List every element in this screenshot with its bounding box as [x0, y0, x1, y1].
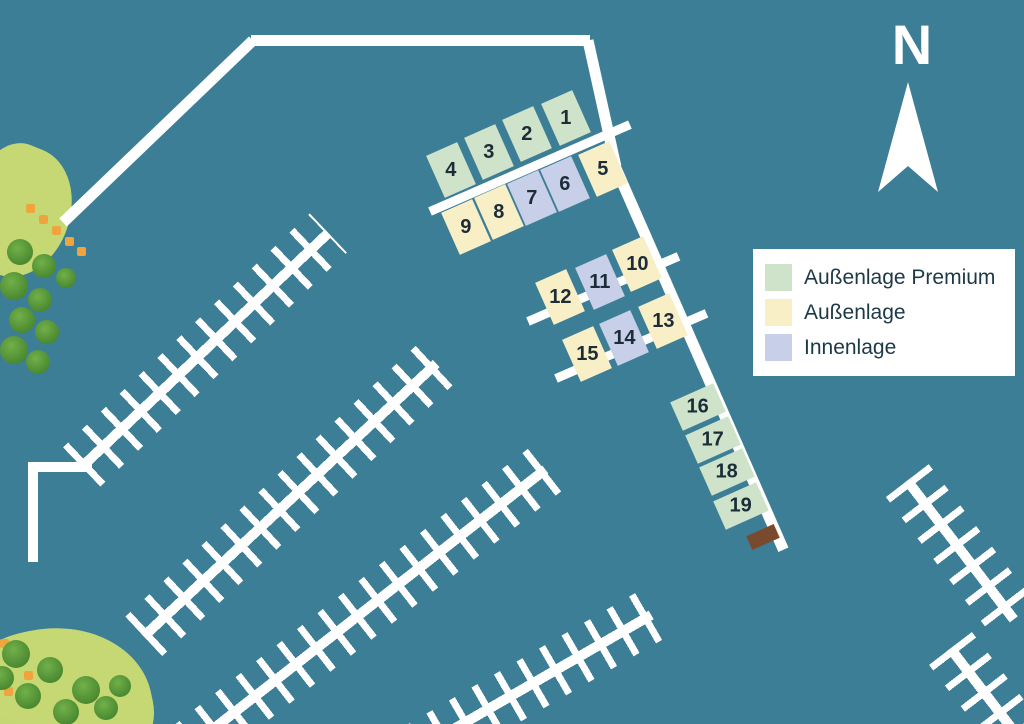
- legend-swatch-aussenlage: [765, 299, 792, 326]
- tree: [28, 288, 52, 312]
- tree: [72, 676, 100, 704]
- tree: [53, 699, 79, 724]
- berth-number: 13: [651, 309, 675, 332]
- tree: [0, 336, 28, 364]
- legend-item-premium: Außenlage Premium: [765, 264, 1003, 291]
- tree: [56, 268, 76, 288]
- legend: Außenlage Premium Außenlage Innenlage: [753, 249, 1015, 376]
- compass-n-label: N: [891, 13, 933, 76]
- tree: [35, 320, 59, 344]
- boathouse: [746, 524, 780, 550]
- breakwater-left: [59, 36, 257, 227]
- tree: [0, 272, 28, 300]
- berth-3: 3: [464, 124, 514, 180]
- tree: [37, 657, 63, 683]
- legend-label-premium: Außenlage Premium: [804, 265, 996, 289]
- tree: [2, 640, 30, 668]
- berth-number: 18: [715, 460, 739, 483]
- legend-label-innenlage: Innenlage: [804, 335, 897, 359]
- berth-number: 12: [548, 285, 572, 308]
- shore-marker: [77, 247, 86, 256]
- berth-2: 2: [502, 106, 552, 162]
- berth-number: 10: [625, 252, 649, 275]
- finger-pier-1: [63, 213, 347, 487]
- legend-item-aussenlage: Außenlage: [765, 299, 1003, 326]
- shore-marker: [0, 639, 9, 648]
- tree: [15, 683, 41, 709]
- tree: [9, 307, 35, 333]
- berth-number: 14: [612, 326, 636, 349]
- berth-number: 9: [460, 215, 472, 238]
- shore-marker: [26, 204, 35, 213]
- legend-swatch-premium: [765, 264, 792, 291]
- left-pier-vertical: [28, 462, 38, 562]
- berth-number: 15: [575, 342, 599, 365]
- tree: [26, 350, 50, 374]
- tree: [7, 239, 33, 265]
- legend-item-innenlage: Innenlage: [765, 334, 1003, 361]
- breakwater-top: [251, 35, 590, 46]
- shore-marker: [24, 671, 33, 680]
- shore-marker: [4, 687, 13, 696]
- tree: [94, 696, 118, 720]
- finger-pier-right: [885, 464, 1024, 636]
- tree: [32, 254, 56, 278]
- berth-number: 2: [521, 122, 533, 145]
- shore-marker: [39, 215, 48, 224]
- compass-arrow-icon: [878, 82, 938, 192]
- tree: [109, 675, 131, 697]
- berth-number: 3: [483, 140, 495, 163]
- berth-number: 5: [597, 157, 609, 180]
- berth-number: 17: [701, 428, 725, 451]
- berth-number: 16: [686, 395, 710, 418]
- legend-label-aussenlage: Außenlage: [804, 300, 906, 324]
- berth-number: 4: [445, 158, 457, 181]
- left-pier-horizontal: [28, 462, 92, 472]
- shore-marker: [65, 237, 74, 246]
- berth-number: 19: [729, 494, 753, 517]
- berth-number: 8: [493, 200, 505, 223]
- berth-number: 11: [589, 270, 611, 293]
- finger-pier-right-corner: [929, 631, 1024, 724]
- berth-number: 6: [559, 172, 571, 195]
- berth-number: 1: [560, 106, 572, 129]
- berth-1: 1: [541, 90, 591, 146]
- berth-number: 7: [526, 186, 538, 209]
- shore-marker: [52, 226, 61, 235]
- legend-swatch-innenlage: [765, 334, 792, 361]
- tree: [0, 666, 14, 690]
